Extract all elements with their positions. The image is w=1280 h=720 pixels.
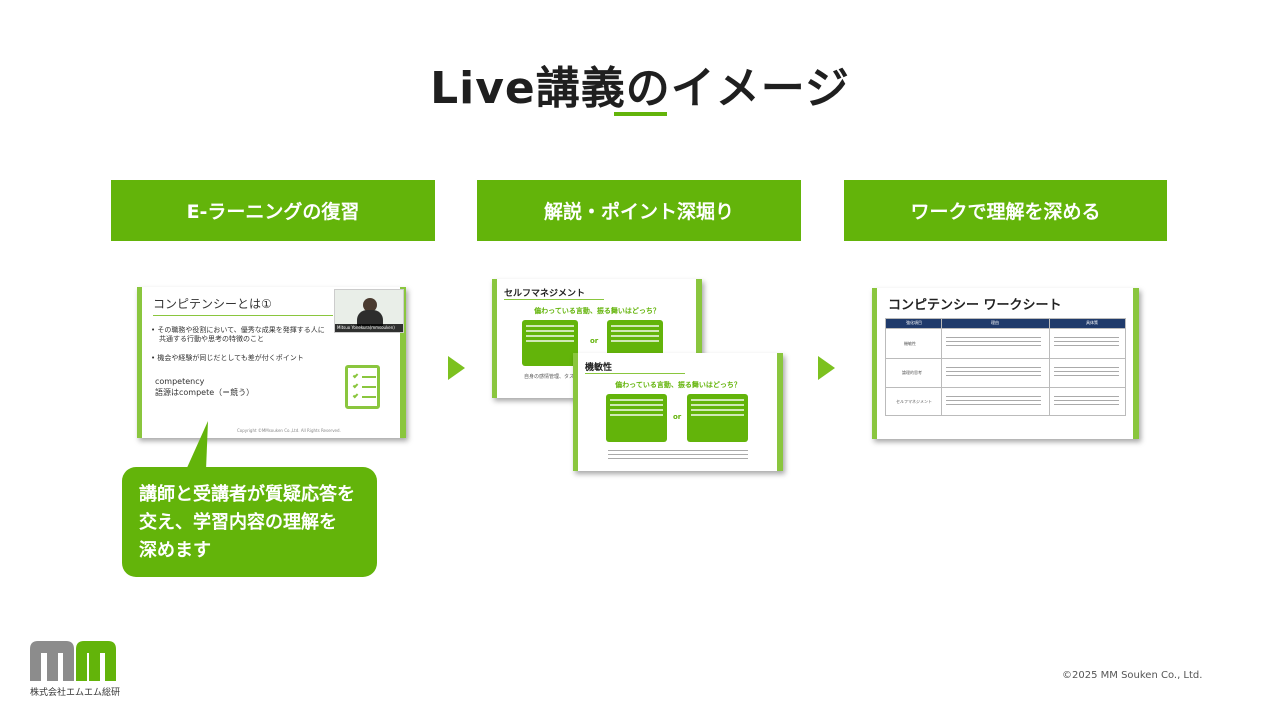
table-divider [1049, 319, 1050, 415]
slide-title: コンピテンシー ワークシート [888, 298, 1062, 313]
callout-line: 講師と受講者が質疑応答を [139, 484, 355, 505]
slide-competency-definition: コンピテンシーとは① • その職務や役割において、優秀な成果を発揮する人に 共通… [137, 287, 406, 438]
slide-question: 偏わっている言動、振る舞いはどっち？ [615, 381, 741, 389]
slide-title-underline [585, 373, 685, 374]
callout-line: 深めます [139, 540, 211, 561]
slide-competency-worksheet: コンピテンシー ワークシート 強化項目 理由 具体策 機敏性 論理的思考 セルフ… [872, 288, 1139, 439]
slide-origin: 語源はcompete（＝競う） [155, 388, 255, 397]
arrow-right-icon [448, 356, 465, 380]
slide-title-underline [504, 299, 604, 300]
company-name: 株式会社エムエム総研 [30, 688, 121, 698]
option-box [687, 394, 748, 442]
slide-border [696, 279, 702, 398]
row-label: 機敏性 [904, 341, 916, 346]
slide-border [137, 287, 142, 438]
slide-border [872, 288, 877, 439]
worksheet-header-cell: 強化項目 [906, 320, 922, 325]
video-thumbnail: Mitsuo Yonekura(mmsouken) [334, 289, 404, 333]
worksheet-table: 強化項目 理由 具体策 機敏性 論理的思考 セルフマネジメント [885, 318, 1126, 416]
step-explanation: 解説・ポイント深堀り [477, 180, 801, 241]
or-label: or [673, 413, 682, 421]
title-underline [614, 112, 667, 116]
row-label: セルフマネジメント [896, 399, 932, 404]
slide-agility: 機敏性 偏わっている言動、振る舞いはどっち？ or [573, 353, 783, 471]
slide-question: 偏わっている言動、振る舞いはどっち？ [534, 307, 660, 315]
option-box [606, 394, 667, 442]
step-work: ワークで理解を深める [844, 180, 1167, 241]
worksheet-header: 強化項目 理由 具体策 [886, 319, 1125, 328]
slide-border [1133, 288, 1139, 439]
company-logo [30, 641, 116, 681]
slide-bullet: • 機会や経験が同じだとしても差が付くポイント [151, 354, 304, 362]
slide-note-lines [608, 450, 748, 451]
worksheet-header-cell: 理由 [991, 320, 999, 325]
instructor-body [357, 310, 383, 326]
table-row: 機敏性 [886, 328, 1125, 358]
slide-self-management: セルフマネジメント 偏わっている言動、振る舞いはどっち？ or 自身の感情管理、… [492, 279, 702, 398]
instructor-head [363, 298, 377, 312]
slide-title: 機敏性 [585, 363, 613, 373]
slide-word: competency [155, 377, 205, 386]
slide-border [492, 279, 497, 398]
table-row: 論理的思考 [886, 358, 1125, 387]
slide-title-underline [153, 315, 333, 316]
callout-bubble: 講師と受講者が質疑応答を 交え、学習内容の理解を 深めます [122, 467, 377, 577]
slide-title: コンピテンシーとは① [153, 297, 272, 311]
slide-footer: Copyright ©MMsouken Co.,Ltd. All Rights … [237, 428, 341, 433]
step-elearning-review: E-ラーニングの復習 [111, 180, 435, 241]
table-row: セルフマネジメント [886, 387, 1125, 416]
row-label: 論理的思考 [902, 370, 922, 375]
slide-title: セルフマネジメント [504, 289, 586, 299]
copyright: ©2025 MM Souken Co., Ltd. [1062, 670, 1203, 681]
worksheet-header-cell: 具体策 [1086, 320, 1098, 325]
slide-bullet: • その職務や役割において、優秀な成果を発揮する人に [151, 326, 325, 334]
table-divider [941, 319, 942, 415]
or-label: or [590, 337, 599, 345]
callout-line: 交え、学習内容の理解を [139, 512, 337, 533]
slide-border [777, 353, 783, 471]
slide-border [400, 287, 406, 438]
arrow-right-icon [818, 356, 835, 380]
slide-bullet: 共通する行動や思考の特徴のこと [159, 335, 264, 343]
video-name: Mitsuo Yonekura(mmsouken) [335, 324, 403, 332]
option-box [522, 320, 578, 366]
slide-border [573, 353, 578, 471]
checklist-icon [345, 365, 380, 409]
page-title: Live講義のイメージ [430, 63, 850, 114]
slide-note: 自身の感情管理、タスク管理… [524, 374, 595, 380]
